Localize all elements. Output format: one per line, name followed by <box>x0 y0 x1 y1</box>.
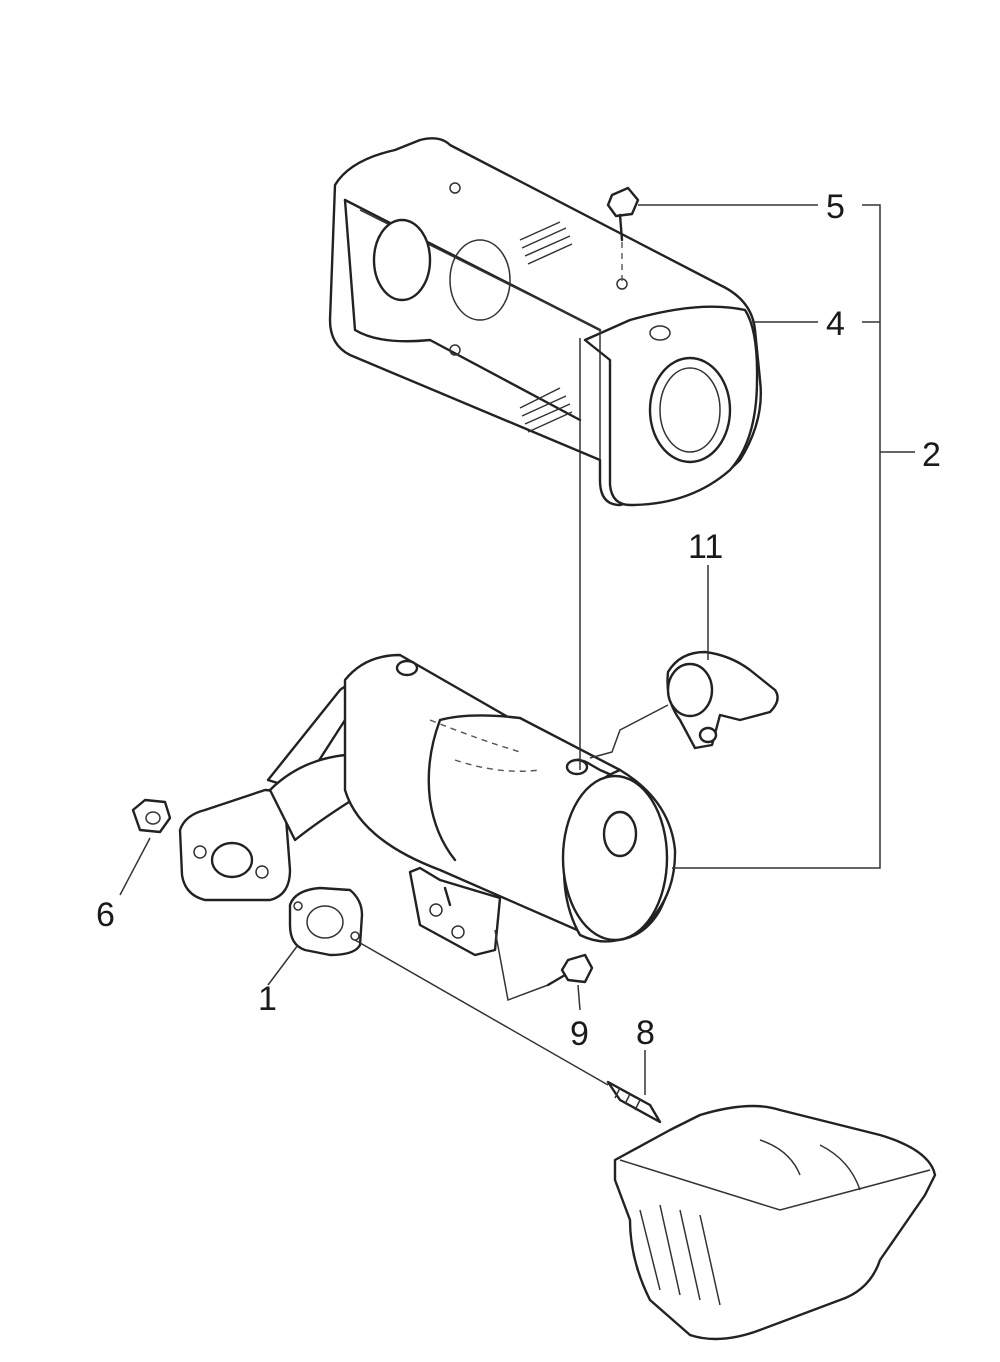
clamp-part-11 <box>666 650 779 750</box>
leader-lines <box>119 204 915 1095</box>
bolt-part-5 <box>606 186 640 282</box>
callout-labels: 5 4 2 11 6 1 9 8 <box>96 188 941 1053</box>
exhaust-manifold <box>613 1104 937 1341</box>
callout-2: 2 <box>922 436 941 474</box>
bolt-part-9 <box>546 953 594 987</box>
nut-part-6 <box>131 798 172 834</box>
callout-11: 11 <box>688 528 723 566</box>
callout-9: 9 <box>570 1015 589 1053</box>
gasket-part-1 <box>288 886 364 957</box>
muffler-cover-part-4 <box>328 137 762 507</box>
muffler-part-2 <box>178 653 677 957</box>
callout-5: 5 <box>826 188 845 226</box>
callout-4: 4 <box>826 305 845 343</box>
callout-6: 6 <box>96 896 115 934</box>
callout-8: 8 <box>636 1014 655 1052</box>
stud-part-8 <box>606 1080 662 1124</box>
callout-1: 1 <box>258 980 277 1018</box>
